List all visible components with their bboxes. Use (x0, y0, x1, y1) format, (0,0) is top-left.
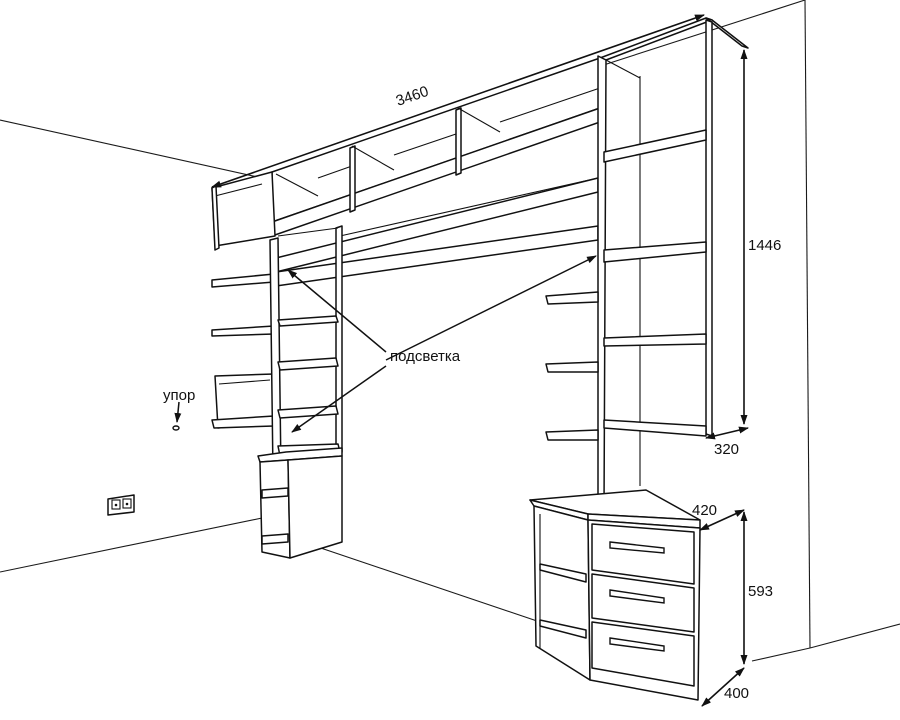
upper-shelf-bridge (271, 57, 601, 237)
stopper-leader-line (174, 401, 182, 423)
lighting-leader-lines (287, 255, 597, 433)
power-outlet-icon (107, 494, 135, 516)
dim-cabinet-depth: 320 (714, 441, 739, 458)
dim-commode-depth: 400 (724, 685, 749, 702)
dim-total-width: 3460 (394, 83, 431, 110)
dim-commode-height: 593 (748, 583, 773, 600)
lighting-beam-shelf (275, 177, 599, 287)
callout-lighting-label: подсветка (390, 348, 461, 365)
dim-cabinet-height: 1446 (748, 237, 781, 254)
left-column-unit (211, 171, 343, 559)
room-walls (0, 0, 900, 662)
callout-stopper-label: упор (163, 387, 195, 404)
stopper-mark-icon (172, 425, 180, 431)
dimension-lines (211, 14, 749, 707)
right-commode-unit (529, 489, 701, 701)
dim-commode-width: 420 (692, 502, 717, 519)
